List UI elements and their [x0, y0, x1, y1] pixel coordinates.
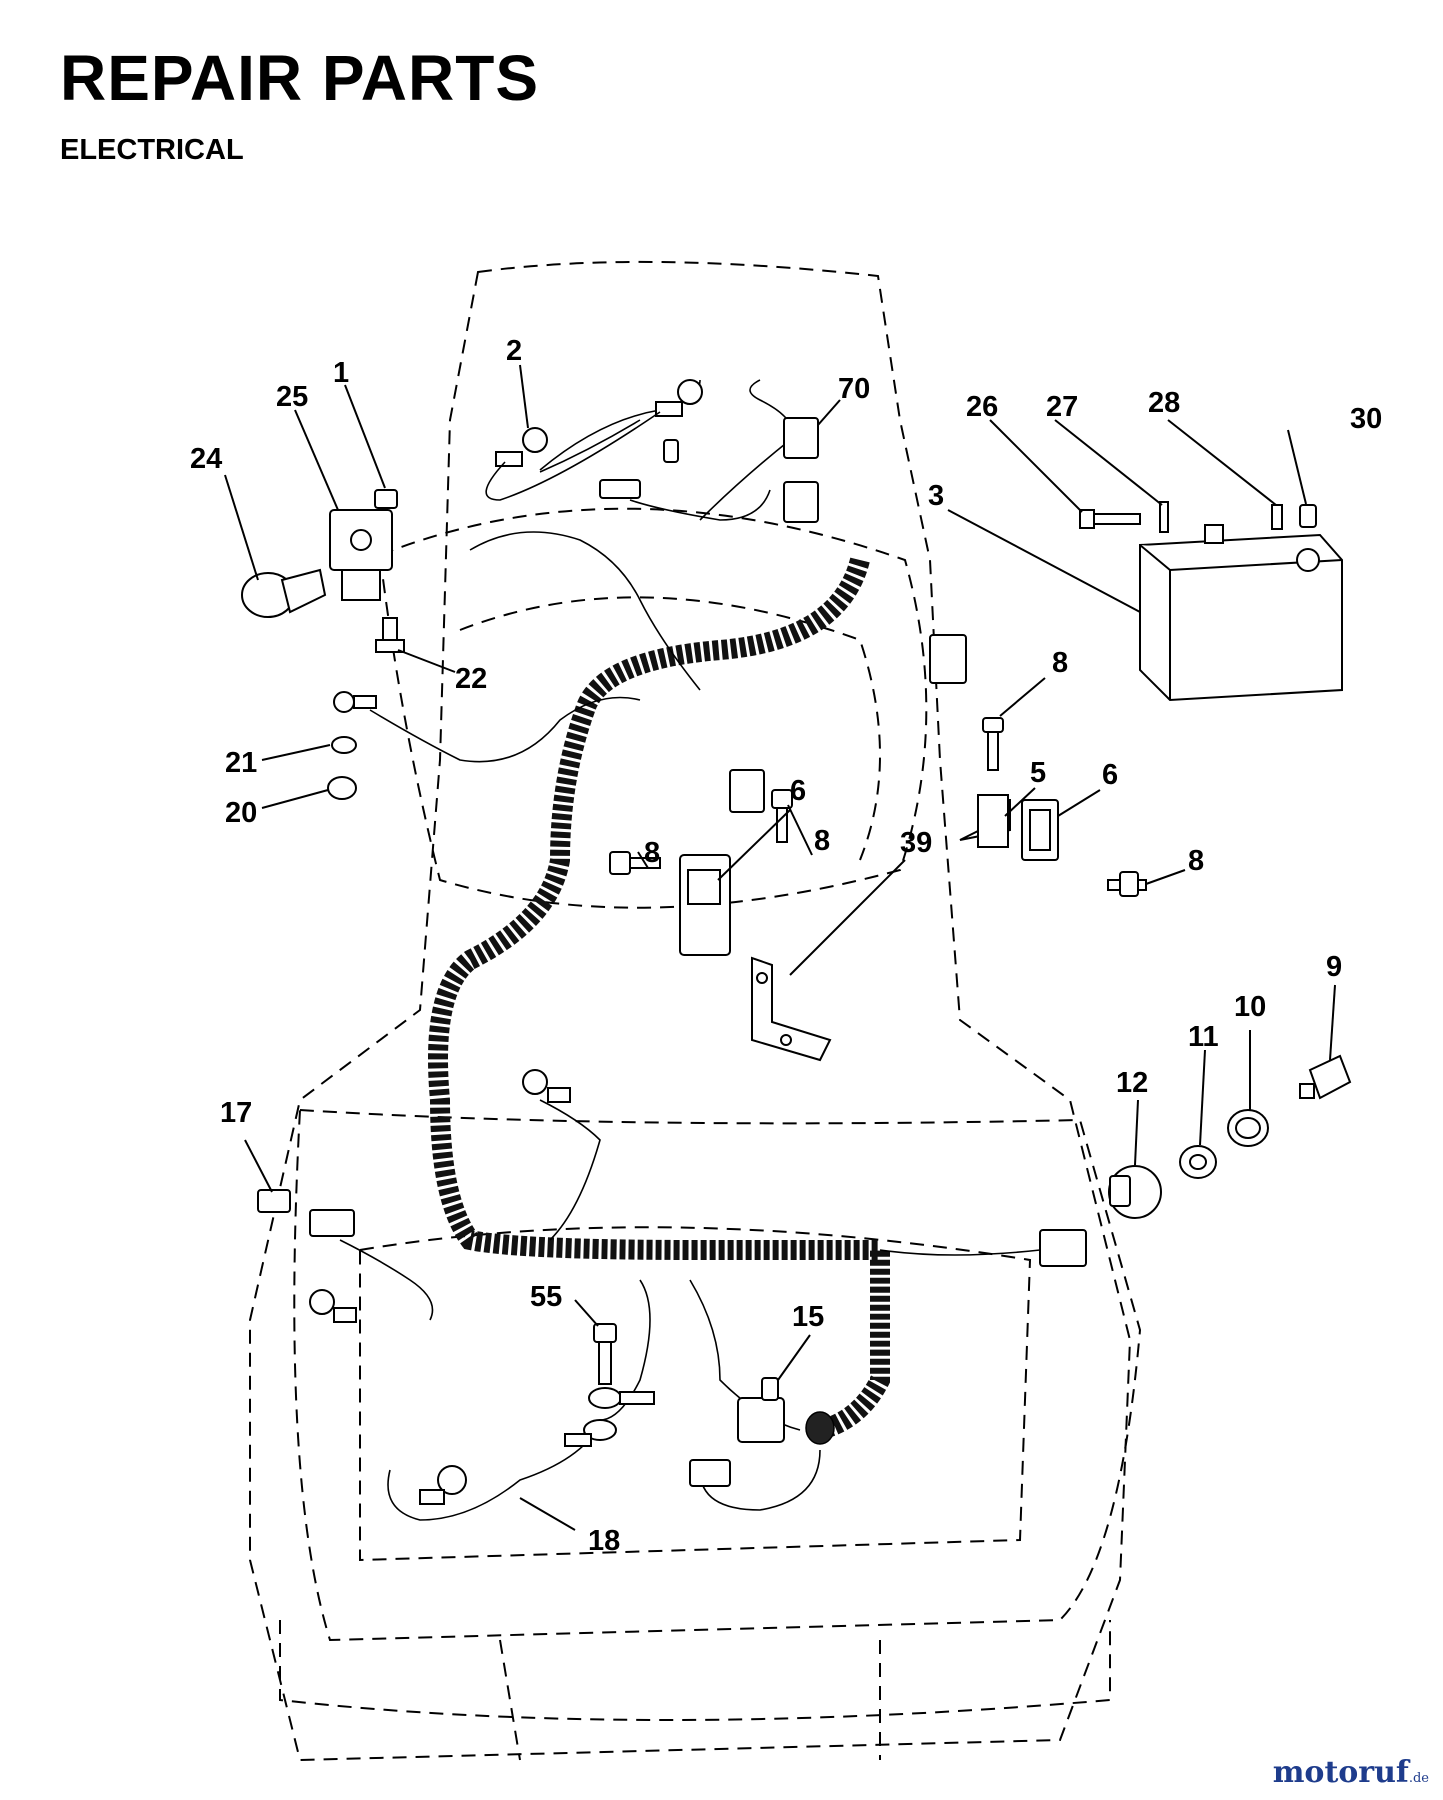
part-battery [1139, 524, 1343, 702]
part-bracket-5 [959, 794, 1011, 848]
callout-55: 55 [530, 1281, 562, 1313]
part-nut-10 [1227, 1109, 1269, 1147]
callout-9: 9 [1326, 951, 1342, 983]
part-seat-switch-15 [689, 1377, 785, 1487]
callout-6-b: 6 [790, 775, 806, 807]
part-boot-cover [241, 568, 327, 618]
page-title: REPAIR PARTS [60, 42, 539, 114]
part-battery-bolt-26 [1079, 509, 1141, 529]
callout-21: 21 [225, 747, 257, 779]
part-switch-6-center [679, 854, 731, 956]
callout-70: 70 [838, 373, 870, 405]
part-bolt-8-right [982, 717, 1004, 771]
callout-8-d: 8 [814, 825, 830, 857]
part-ground-wire-2 [485, 379, 703, 501]
callout-27: 27 [1046, 391, 1078, 423]
part-battery-nut-30 [1299, 504, 1317, 528]
part-bolt-55 [593, 1323, 617, 1385]
leader-lines [224, 364, 1336, 1531]
callout-17: 17 [220, 1097, 252, 1129]
part-bracket-39 [751, 956, 832, 1062]
part-battery-washer-27 [1159, 501, 1169, 533]
section-subtitle: ELECTRICAL [60, 134, 244, 166]
part-nut-20 [327, 776, 357, 800]
callout-15: 15 [792, 1301, 824, 1333]
part-bolt-8-lower-right [1107, 871, 1147, 897]
callout-24: 24 [190, 443, 222, 475]
callout-20: 20 [225, 797, 257, 829]
callout-1: 1 [333, 357, 349, 389]
callout-2: 2 [506, 335, 522, 367]
callout-12: 12 [1116, 1067, 1148, 1099]
part-connector-right [929, 634, 967, 684]
callout-5: 5 [1030, 757, 1046, 789]
callout-8-c: 8 [644, 837, 660, 869]
callout-39: 39 [900, 827, 932, 859]
part-fuse-17 [257, 1189, 355, 1237]
part-ring-terminal-upper [333, 691, 377, 713]
part-ring-terminal-upper-center [522, 1069, 571, 1103]
callout-11: 11 [1188, 1021, 1219, 1053]
part-switch-6-right [1021, 799, 1059, 861]
part-solenoid [329, 509, 393, 601]
watermark-logo: motoruf.de [1272, 1755, 1429, 1790]
part-connector-center [729, 769, 765, 813]
part-washer-11 [1179, 1145, 1217, 1179]
part-ground-terminals [564, 1387, 655, 1447]
part-key-9 [1299, 1054, 1352, 1100]
callout-18: 18 [588, 1525, 620, 1557]
part-bolt-22 [375, 617, 405, 653]
callout-6-a: 6 [1102, 759, 1118, 791]
part-ignition-switch-12 [1108, 1165, 1162, 1219]
callout-8-a: 8 [1052, 647, 1068, 679]
part-harness-end [805, 1411, 835, 1445]
part-bolt-8-center [771, 789, 793, 843]
part-washer-21 [331, 736, 357, 754]
part-connector-70 [599, 417, 819, 523]
coiled-harness-cable [428, 557, 891, 1440]
callout-22: 22 [455, 663, 487, 695]
callout-10: 10 [1234, 991, 1266, 1023]
callout-8-b: 8 [1188, 845, 1204, 877]
callout-25: 25 [276, 381, 308, 413]
callout-labels: 1 25 24 2 70 26 27 28 30 3 22 21 20 8 5 … [190, 335, 1382, 1557]
callout-3: 3 [928, 480, 944, 512]
callout-26: 26 [966, 391, 998, 423]
callout-30: 30 [1350, 403, 1382, 435]
part-harness-plug [1039, 1229, 1087, 1267]
part-ground-wire-18 [419, 1465, 467, 1505]
part-nut-top [374, 489, 398, 509]
part-battery-nut-28 [1271, 504, 1283, 530]
part-ring-terminal-left [309, 1289, 357, 1323]
callout-28: 28 [1148, 387, 1180, 419]
